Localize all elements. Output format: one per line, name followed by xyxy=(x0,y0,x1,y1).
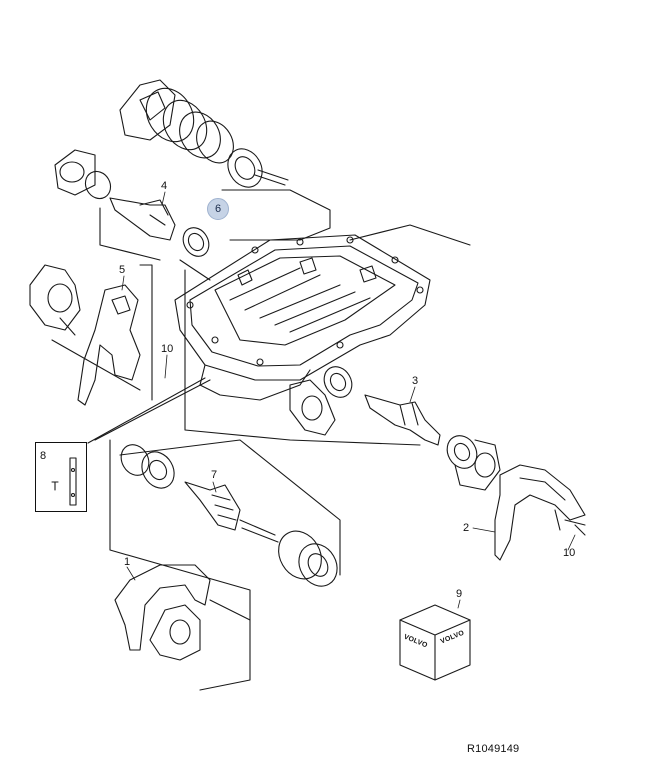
part-3-shaft xyxy=(289,366,501,491)
callout-2: 2 xyxy=(463,522,470,534)
callout-7: 7 xyxy=(211,469,218,481)
callout-leaders xyxy=(121,191,576,609)
callout-4: 4 xyxy=(161,180,168,192)
callout-6-label: 6 xyxy=(214,203,222,215)
callout-3: 3 xyxy=(412,375,419,387)
callout-1: 1 xyxy=(124,556,131,568)
part-6-bearing-stack xyxy=(119,79,331,241)
part-9-package xyxy=(399,604,471,681)
callout-5: 5 xyxy=(119,264,126,276)
part-8-box xyxy=(35,442,87,512)
callout-8: 8 xyxy=(40,450,47,462)
callout-6-highlighted[interactable]: 6 xyxy=(207,198,229,220)
part-1-shift-fork xyxy=(114,564,251,661)
callout-10b: 10 xyxy=(563,547,576,559)
part-8-leader xyxy=(87,377,211,444)
reference-code: R1049149 xyxy=(467,743,520,755)
part-8-items xyxy=(51,457,77,506)
part-5-shift-fork xyxy=(29,264,153,406)
part-7-shaft xyxy=(109,439,341,691)
part-2-shift-fork xyxy=(494,464,586,561)
callout-9: 9 xyxy=(456,588,463,600)
gearbox-housing xyxy=(174,224,471,446)
part-4-shaft xyxy=(54,149,211,281)
callout-10a: 10 xyxy=(161,343,174,355)
